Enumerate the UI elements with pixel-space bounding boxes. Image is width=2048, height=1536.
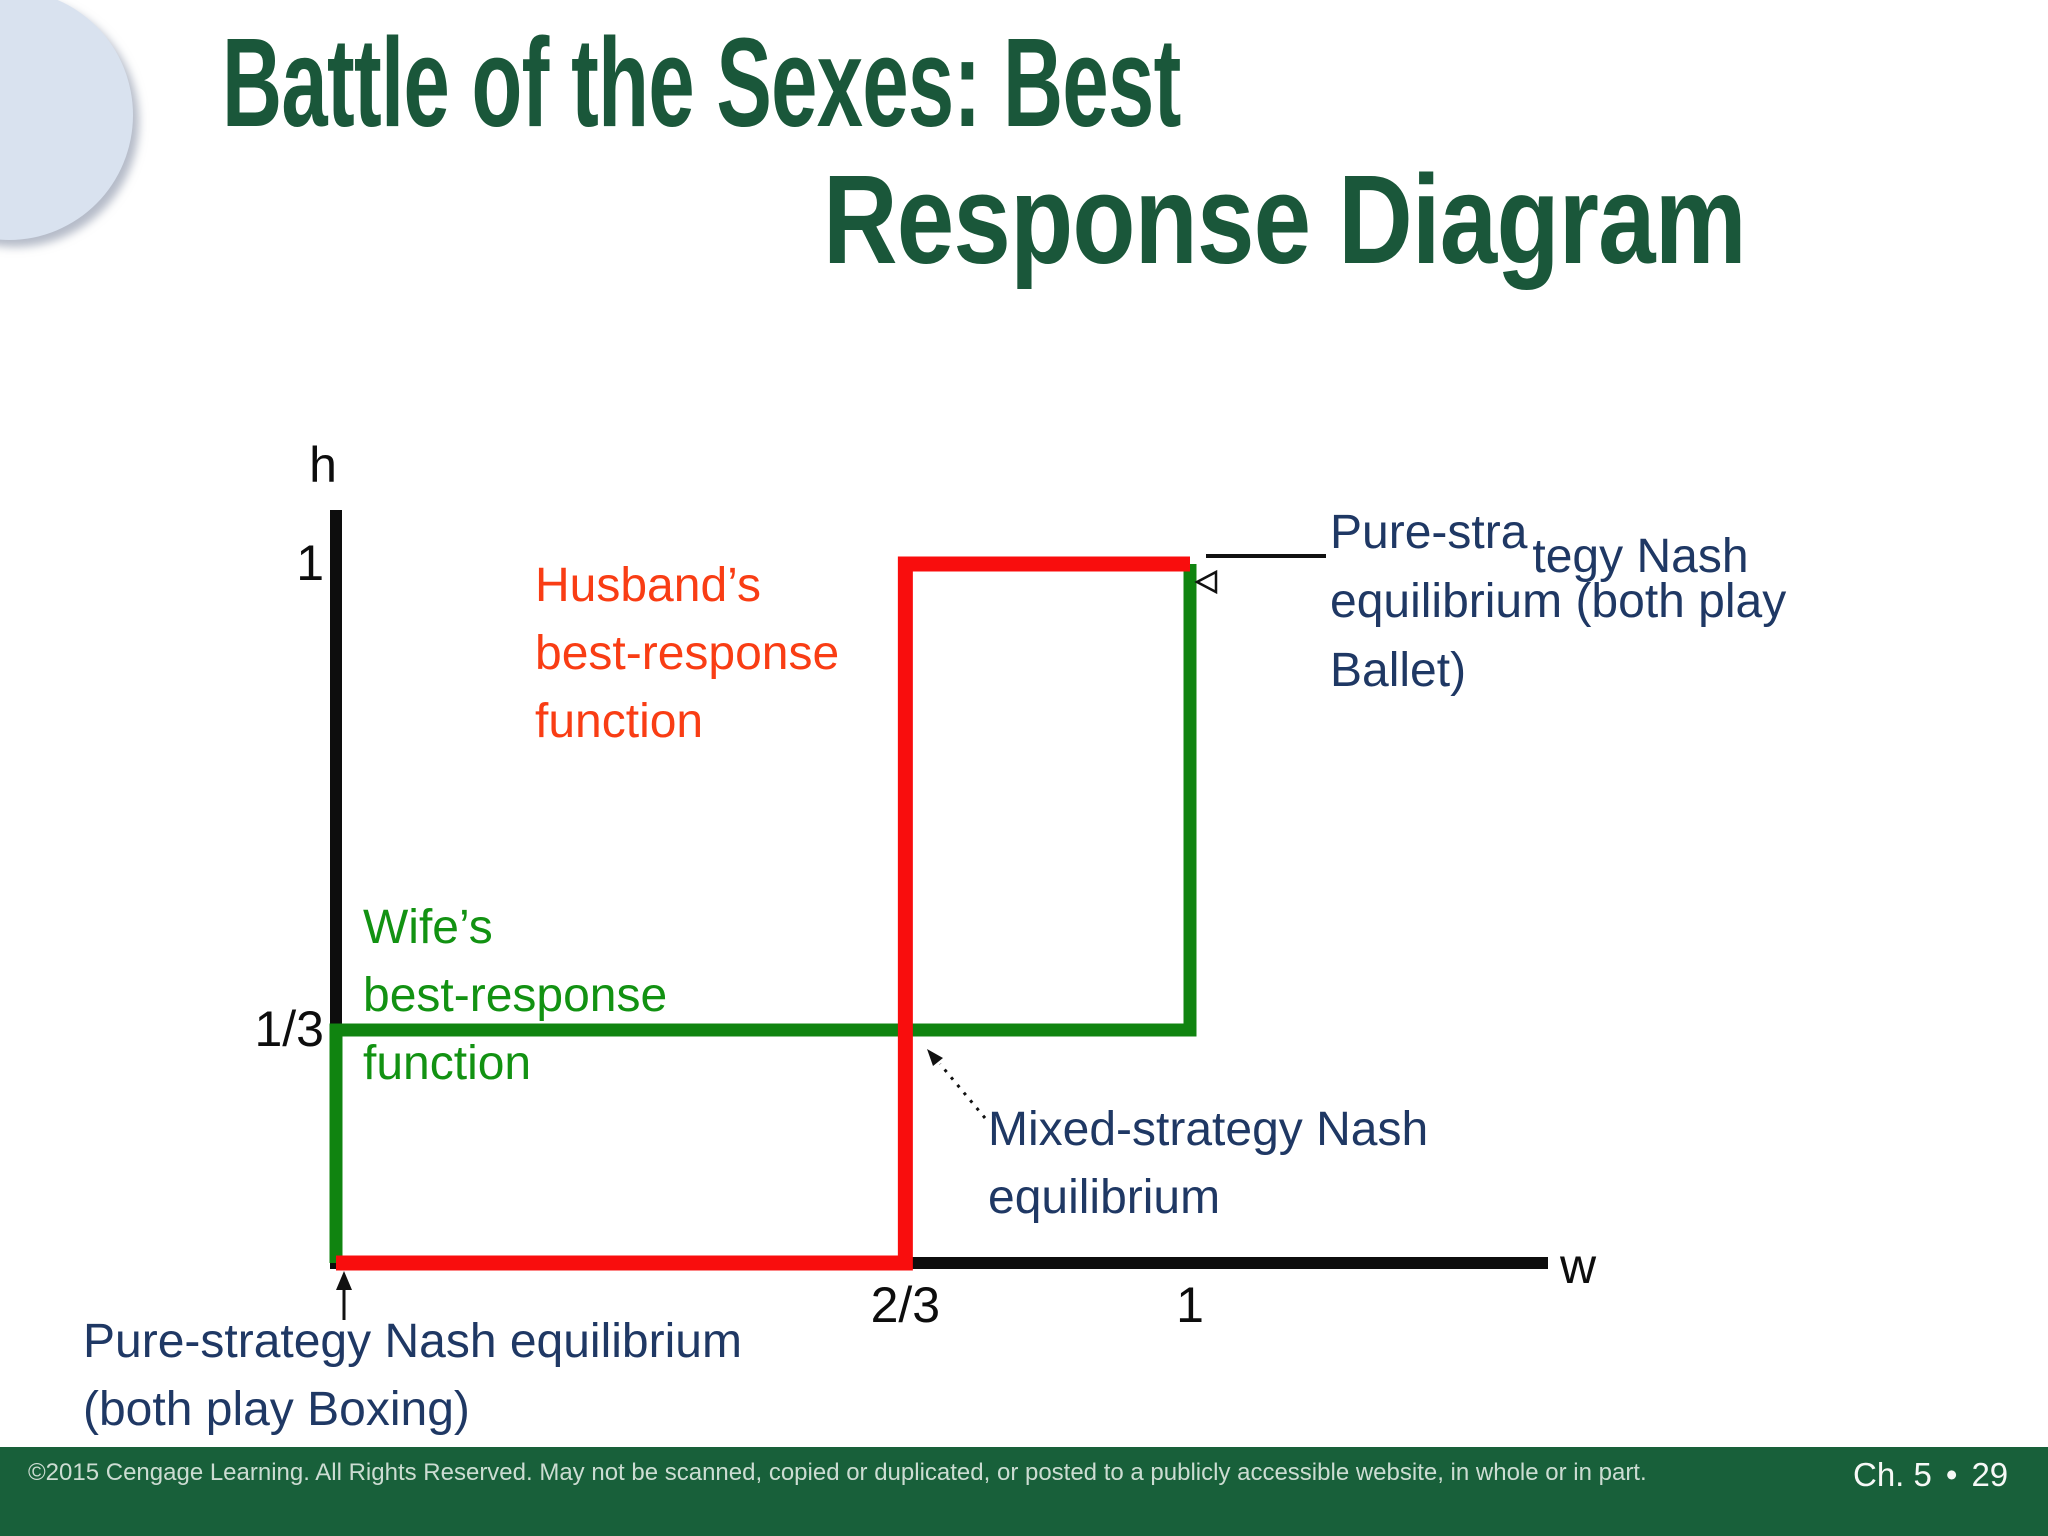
mixed-callout: Mixed-strategy Nash equilibrium: [988, 1096, 1428, 1232]
footer-separator: •: [1945, 1456, 1958, 1493]
wife-label-line: best-response: [363, 969, 668, 1022]
h-tick-1: 1: [296, 535, 324, 591]
title-line-2: Response Diagram: [823, 149, 1747, 290]
ballet-callout-line-3: Ballet): [1330, 644, 1467, 697]
husband-label-line: best-response: [535, 627, 840, 680]
husband-label: Husband’s best-response function: [535, 552, 839, 756]
footer-copyright: ©2015 Cengage Learning. All Rights Reser…: [28, 1459, 1647, 1486]
husband-label-line: Husband’s: [535, 559, 761, 612]
boxing-callout-arrowhead: [336, 1271, 352, 1290]
h-tick-1-3: 1/3: [254, 1001, 324, 1057]
ballet-callout-text: Pure-stra: [1330, 506, 1528, 559]
footer-chapter: Ch. 5: [1853, 1456, 1932, 1493]
wife-label-line: Wife’s: [363, 901, 493, 954]
footer-page-info: Ch. 5 • 29: [1853, 1456, 2008, 1494]
boxing-callout: Pure-strategy Nash equilibrium (both pla…: [83, 1308, 742, 1444]
decorative-corner-circle: [0, 0, 133, 240]
husband-label-line: function: [535, 695, 704, 748]
wife-label-line: function: [363, 1037, 532, 1090]
ballet-callout-line-2: equilibrium (both play: [1330, 575, 1787, 628]
w-tick-1: 1: [1176, 1277, 1204, 1333]
mixed-callout-line-1: Mixed-strategy Nash: [988, 1103, 1429, 1156]
ballet-callout-text: tegy Nash: [1532, 530, 1749, 583]
footer-bar: ©2015 Cengage Learning. All Rights Reser…: [0, 1447, 2048, 1536]
w-axis-label: w: [1559, 1238, 1597, 1294]
ballet-callout-arrowhead: [1194, 569, 1218, 595]
w-tick-2-3: 2/3: [871, 1277, 941, 1333]
h-axis-label: h: [309, 437, 337, 493]
boxing-callout-line-2: (both play Boxing): [83, 1383, 470, 1436]
boxing-callout-line-1: Pure-strategy Nash equilibrium: [83, 1315, 742, 1368]
slide-title: Battle of the Sexes: Best Response Diagr…: [222, 14, 1948, 288]
mixed-callout-arrow: [938, 1063, 987, 1119]
footer-page: 29: [1971, 1456, 2009, 1493]
mixed-callout-arrowhead: [927, 1049, 943, 1066]
wife-label: Wife’s best-response function: [363, 894, 667, 1098]
title-line-1: Battle of the Sexes: Best: [222, 12, 1181, 153]
mixed-callout-line-2: equilibrium: [988, 1171, 1221, 1224]
